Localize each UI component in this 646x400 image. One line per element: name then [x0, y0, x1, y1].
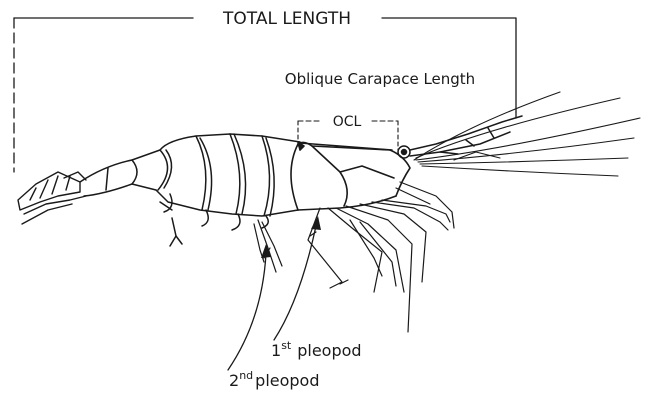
first-pleopod-suffix: st [281, 339, 292, 352]
first-pleopod-number: 1 [271, 341, 281, 360]
total-length-bracket-right-line [382, 18, 516, 112]
oblique-carapace-length-label: Oblique Carapace Length [285, 70, 475, 88]
shrimp-walking-legs [308, 182, 454, 332]
shrimp-illustration [18, 92, 640, 332]
total-length-label: TOTAL LENGTH [222, 9, 351, 29]
second-pleopod-suffix: nd [239, 369, 253, 382]
total-length-bracket [14, 18, 516, 172]
ocl-label: OCL [333, 114, 362, 130]
shrimp-abdomen [80, 134, 300, 246]
second-pleopod-arrow-line [228, 254, 266, 370]
shrimp-antennae [414, 92, 640, 176]
shrimp-carapace [291, 142, 410, 210]
first-pleopod-arrow-line [274, 226, 316, 340]
shrimp-pleopods [254, 220, 282, 272]
first-pleopod-pointer [274, 216, 321, 340]
second-pleopod-word: pleopod [255, 371, 319, 390]
second-pleopod-pointer [228, 244, 271, 370]
second-pleopod-number: 2 [229, 371, 239, 390]
first-pleopod-word: pleopod [297, 341, 361, 360]
first-pleopod-label: 1st pleopod [271, 339, 362, 360]
shrimp-tail-fan [18, 172, 86, 224]
